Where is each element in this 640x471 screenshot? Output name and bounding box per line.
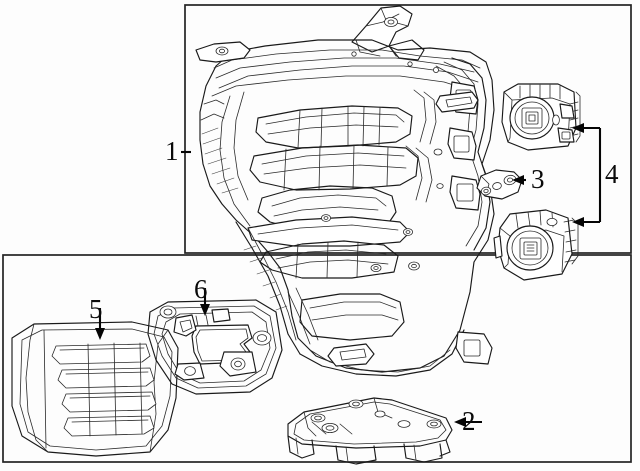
callout-label-4: 4: [605, 159, 619, 189]
part-bulb-socket-cap: [476, 169, 523, 200]
callout-label-6: 6: [194, 274, 208, 304]
part-control-module-lower: [493, 209, 579, 281]
part-headlamp-assembly: [195, 5, 495, 377]
frame-lower: [2, 254, 632, 463]
part-mounting-bracket: [287, 397, 453, 465]
callout-label-3: 3: [531, 164, 545, 194]
callout-label-1: 1: [165, 136, 179, 166]
part-control-module-upper: [501, 83, 581, 151]
callout-label-5: 5: [89, 294, 103, 324]
frame-upper: [184, 4, 632, 254]
callout-leaders: [95, 123, 602, 427]
part-retainer-bracket: [147, 299, 283, 395]
callout-label-2: 2: [462, 406, 476, 436]
part-lamp-bezel-trim: [11, 321, 179, 457]
